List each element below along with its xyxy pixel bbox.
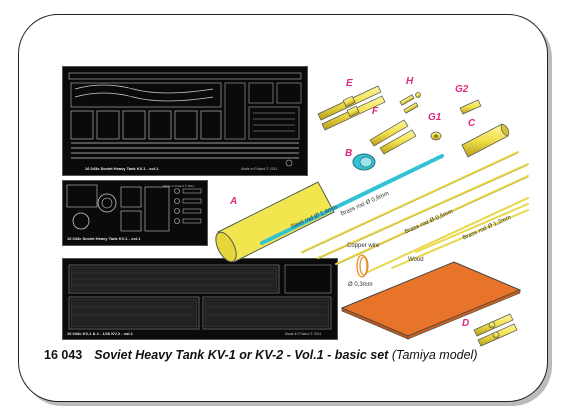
product-caption: 16 043 Soviet Heavy Tank KV-1 or KV-2 - V… — [44, 348, 478, 362]
product-title: Soviet Heavy Tank KV-1 or KV-2 - Vol.1 -… — [94, 348, 389, 362]
part-h-pins — [399, 92, 421, 114]
pe-fret-top-credit: Made in Poland © 2011 — [241, 167, 278, 171]
note-copper-wire: Copper wire — [347, 243, 380, 249]
part-a-cylinder — [215, 181, 335, 263]
pe-fret-middle-credit: Made in Poland © 2011 — [163, 184, 195, 188]
label-part-g2: G2 — [455, 84, 469, 95]
part-c-tube — [461, 123, 510, 158]
note-copper-diameter: Ø 0,3mm — [348, 282, 373, 288]
steel-rod — [260, 154, 444, 245]
part-e-turned — [317, 85, 386, 131]
label-part-d: D — [462, 318, 470, 329]
label-part-c: C — [468, 118, 476, 129]
note-wood: Wood — [408, 257, 424, 263]
part-f-turned — [369, 119, 417, 155]
label-part-e: E — [346, 78, 353, 89]
product-subtitle: (Tamiya model) — [391, 348, 478, 362]
label-part-f: F — [372, 106, 379, 117]
wood-sheet — [340, 261, 522, 340]
pe-fret-top-parts — [68, 72, 302, 167]
label-part-h: H — [406, 76, 414, 87]
pe-fret-top-title: 16 043x Soviet Heavy Tank KV-1 - vol.1 — [85, 166, 159, 171]
label-part-b: B — [345, 148, 353, 159]
product-number: 16 043 — [44, 348, 83, 362]
part-d-turned — [473, 313, 518, 347]
pe-fret-top: 16 043x Soviet Heavy Tank KV-1 - vol.1 M… — [62, 66, 308, 176]
label-part-a: A — [230, 196, 238, 207]
part-g2-pin — [459, 99, 482, 115]
pe-fret-bottom: 16 043c KV-1 & 2 - 1/16 KV-2 - vol.1 Mad… — [62, 258, 338, 340]
brass-rods — [301, 151, 529, 273]
pe-fret-bottom-parts — [68, 264, 332, 330]
pe-fret-bottom-title: 16 043c KV-1 & 2 - 1/16 KV-2 - vol.1 — [67, 331, 133, 336]
copper-wire-coil — [356, 254, 369, 278]
part-b-ring — [352, 153, 376, 171]
part-g1-nut — [430, 131, 442, 141]
pe-fret-middle: 16 043c Soviet Heavy Tank KV-1 - vol.1 M… — [62, 180, 208, 246]
pe-fret-middle-title: 16 043c Soviet Heavy Tank KV-1 - vol.1 — [67, 236, 141, 241]
pe-fret-bottom-credit: Made in Poland © 2011 — [285, 332, 322, 336]
pe-fret-middle-parts — [66, 184, 202, 232]
label-part-g1: G1 — [428, 112, 442, 123]
